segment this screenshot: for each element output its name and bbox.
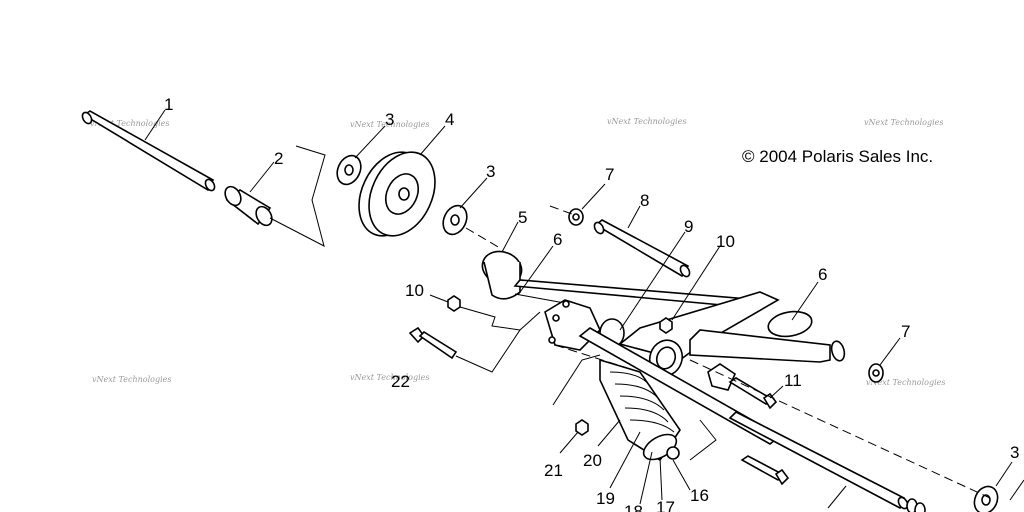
part-11-bolt — [728, 377, 778, 410]
part-1-shaft — [81, 110, 216, 192]
callout-9: 9 — [684, 217, 693, 236]
callout-20: 20 — [583, 451, 602, 470]
part-3-washer — [906, 479, 1024, 512]
callout-5: 5 — [518, 208, 527, 227]
part-21-nut — [575, 419, 589, 436]
callout-17: 17 — [656, 498, 675, 512]
callout-19: 19 — [596, 489, 615, 508]
part-5-a-arm — [481, 250, 846, 445]
part-7-washer — [568, 208, 584, 226]
lower-bolt — [740, 455, 790, 486]
part-10-nut — [659, 317, 673, 334]
callout-8: 8 — [640, 191, 649, 210]
callout-10: 10 — [405, 281, 424, 300]
callout-numbers: 1 2 3 4 3 5 6 7 8 9 10 10 6 7 11 22 21 2… — [164, 95, 1019, 512]
callout-3: 3 — [1010, 443, 1019, 462]
part-10-nut — [447, 295, 461, 312]
part-22-bolt — [408, 326, 458, 360]
callout-6: 6 — [553, 230, 562, 249]
watermark: vNext Technologies — [866, 378, 945, 387]
callout-2: 2 — [274, 149, 283, 168]
callout-18: 18 — [624, 502, 643, 512]
copyright-notice: © 2004 Polaris Sales Inc. — [742, 147, 933, 166]
callout-3: 3 — [486, 162, 495, 181]
callout-6: 6 — [818, 265, 827, 284]
watermark: vNext Technologies — [607, 117, 686, 126]
callout-10: 10 — [716, 232, 735, 251]
part-2-sleeve — [224, 185, 273, 227]
watermark: vNext Technologies — [350, 373, 429, 382]
callout-16: 16 — [690, 486, 709, 505]
part-3-washer — [336, 154, 362, 186]
part-3-washer — [442, 204, 468, 236]
callout-1: 1 — [164, 95, 173, 114]
part-7-washer — [868, 363, 884, 383]
callout-7: 7 — [901, 322, 910, 341]
lower-shaft — [728, 411, 909, 510]
callout-22: 22 — [391, 372, 410, 391]
callout-11: 11 — [784, 371, 802, 390]
watermark: vNext Technologies — [350, 120, 429, 129]
watermark: vNext Technologies — [864, 118, 943, 127]
part-4-idler-wheel — [358, 151, 436, 237]
watermark: vNext Technologies — [92, 375, 171, 384]
part-8-pin — [593, 219, 691, 278]
watermarks: vNext Technologies vNext Technologies vN… — [90, 117, 945, 387]
leader-lines — [144, 109, 1013, 509]
callout-21: 21 — [544, 461, 563, 480]
callout-7: 7 — [605, 165, 614, 184]
callout-4: 4 — [445, 110, 454, 129]
watermark: vNext Technologies — [90, 119, 169, 128]
callout-3: 3 — [385, 110, 394, 129]
